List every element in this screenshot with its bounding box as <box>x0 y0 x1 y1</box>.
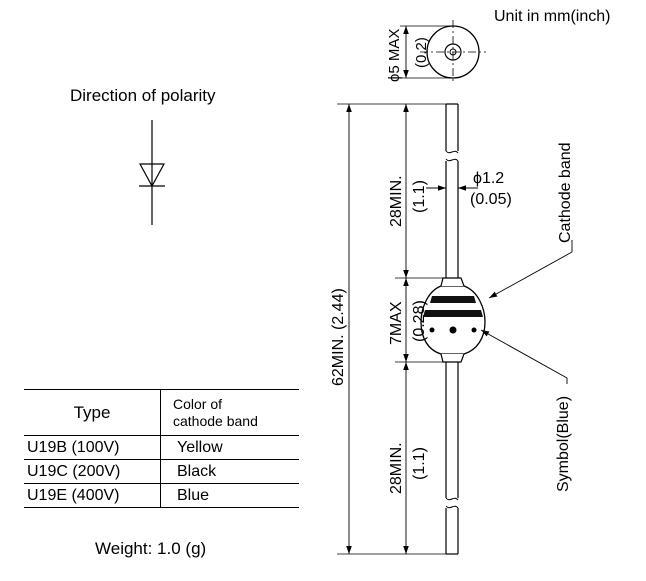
diode-body-icon <box>420 103 486 555</box>
lead-diameter-inch-label: (0.05) <box>470 191 512 208</box>
table-row: U19E (400V) Blue <box>24 483 299 508</box>
row-type: U19B (100V) <box>24 435 161 460</box>
header-type: Type <box>24 389 161 436</box>
cathode-band-label: Cathode band <box>557 142 574 243</box>
row-color: Yellow <box>160 435 299 460</box>
row-type: U19C (200V) <box>24 459 161 484</box>
header-color: Color of cathode band <box>160 389 299 436</box>
type-table: Type Color of cathode band U19B (100V) Y… <box>24 389 299 508</box>
body-length-label: 7MAX <box>388 301 405 345</box>
row-type: U19E (400V) <box>24 483 161 508</box>
polarity-title: Direction of polarity <box>70 86 216 105</box>
unit-label: Unit in mm(inch) <box>494 8 611 25</box>
extension-lines <box>337 103 446 555</box>
cathode-band-leader <box>488 240 573 299</box>
header-color-line1: Color of <box>173 395 223 412</box>
lead-length-bottom-inch-label: (1.1) <box>411 447 428 480</box>
lead-length-top-label: 28MIN. <box>388 175 405 227</box>
overall-length-label: 62MIN. (2.44) <box>330 288 347 386</box>
weight-label: Weight: 1.0 (g) <box>95 539 207 558</box>
lead-diameter-label: ϕ1.2 <box>473 170 504 187</box>
lead-length-bottom-label: 28MIN. <box>388 442 405 494</box>
row-color: Black <box>160 459 299 484</box>
row-color: Blue <box>160 483 299 508</box>
end-diameter-label: ϕ5 MAX <box>386 29 403 82</box>
table-row: U19C (200V) Black <box>24 459 299 484</box>
table-row: U19B (100V) Yellow <box>24 435 299 460</box>
diode-symbol-icon <box>138 120 166 225</box>
end-diameter-inch-label: (0.2) <box>413 37 430 68</box>
end-view-icon <box>400 20 486 84</box>
body-length-inch-label: (0.28) <box>411 300 428 342</box>
header-color-line2: cathode band <box>173 412 258 429</box>
symbol-label: Symbol(Blue) <box>555 396 572 492</box>
lead-length-top-inch-label: (1.1) <box>411 180 428 213</box>
table-header-row: Type Color of cathode band <box>24 389 299 436</box>
symbol-leader <box>480 329 568 384</box>
